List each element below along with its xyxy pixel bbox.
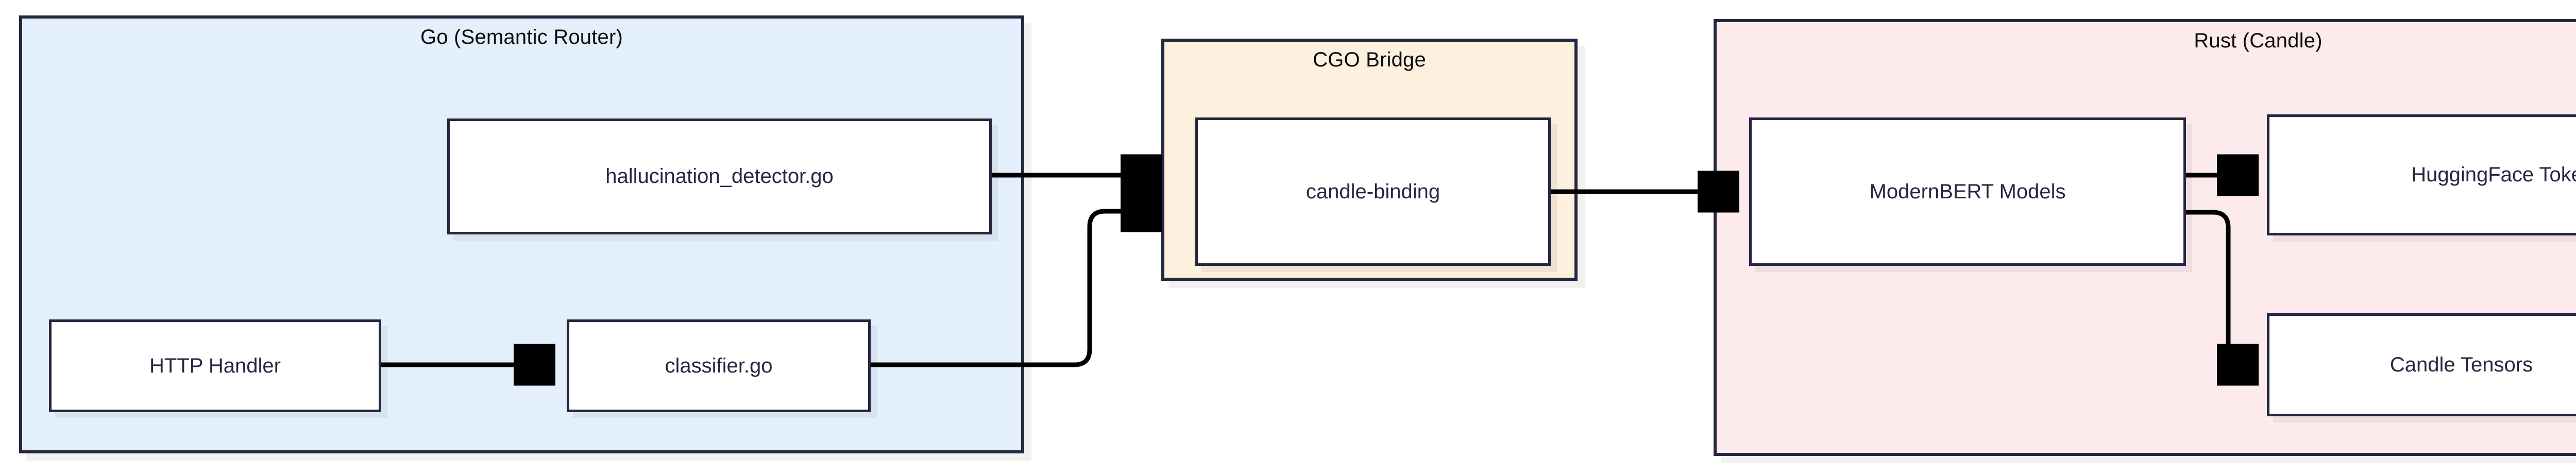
- node-hallucination-detector[interactable]: hallucination_detector.go: [447, 118, 992, 234]
- node-modernbert-models-label: ModernBERT Models: [1869, 180, 2066, 203]
- node-candle-tensors-label: Candle Tensors: [2389, 353, 2533, 376]
- cluster-rust-label: Rust (Candle): [2194, 29, 2323, 52]
- node-hallucination-detector-label: hallucination_detector.go: [605, 165, 834, 188]
- node-candle-binding[interactable]: candle-binding: [1195, 117, 1551, 266]
- cluster-go-label: Go (Semantic Router): [420, 26, 623, 48]
- node-candle-tensors[interactable]: Candle Tensors: [2267, 313, 2576, 416]
- node-candle-binding-label: candle-binding: [1306, 180, 1440, 203]
- node-huggingface-tokenizers[interactable]: HuggingFace Tokenizers: [2267, 114, 2576, 235]
- cluster-cgo-label: CGO Bridge: [1313, 48, 1426, 71]
- node-http-handler[interactable]: HTTP Handler: [49, 319, 381, 412]
- node-http-handler-label: HTTP Handler: [149, 354, 281, 377]
- node-modernbert-models[interactable]: ModernBERT Models: [1749, 117, 2186, 266]
- node-huggingface-tokenizers-label: HuggingFace Tokenizers: [2411, 163, 2576, 186]
- node-classifier[interactable]: classifier.go: [567, 319, 871, 412]
- node-classifier-label: classifier.go: [665, 354, 773, 377]
